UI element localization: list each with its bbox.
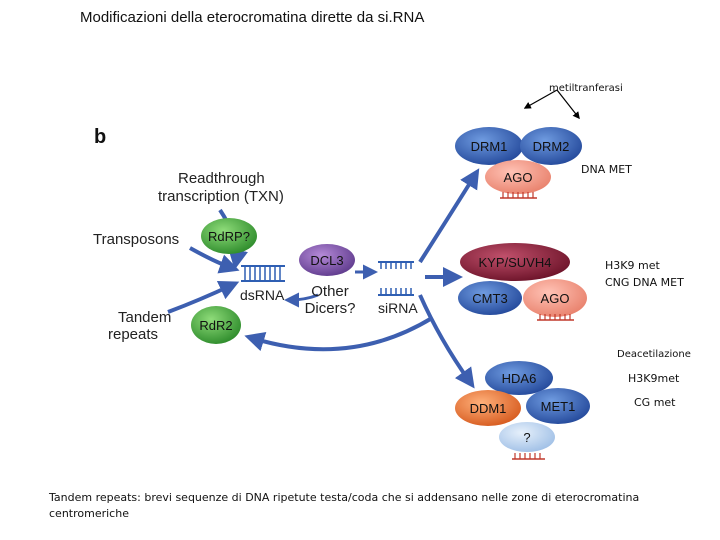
branch-arrow-top (418, 168, 480, 264)
drm1-ellipse (455, 127, 523, 165)
sirna-label: siRNA (378, 300, 418, 316)
cmt3-label: CMT3 (472, 291, 507, 306)
unknown-label: ? (523, 430, 530, 445)
transposons-label: Transposons (93, 231, 179, 248)
ago-mid-sirna-ticks (537, 314, 574, 321)
ddm1-label: DDM1 (470, 401, 507, 416)
other-dicers-label-2: Dicers? (305, 300, 356, 317)
ago-top-ellipse (485, 160, 551, 194)
dcl3-label: DCL3 (310, 253, 343, 268)
unknown-sirna-ticks (512, 453, 545, 460)
panel-letter: b (94, 126, 106, 148)
h3k9-met-note: H3K9 met (605, 259, 660, 272)
tandem-arrow (167, 281, 240, 314)
metiltranferasi-arrow-left (523, 89, 558, 109)
ago-mid-label: AGO (541, 291, 570, 306)
rdrp-label: RdRP? (208, 229, 250, 244)
dcl3-ellipse (299, 244, 355, 276)
kyp-label: KYP/SUVH4 (479, 255, 552, 270)
dicer-to-dsrna-arrow (284, 292, 319, 308)
h3k9met-note: H3K9met (628, 372, 680, 385)
caption: Tandem repeats: brevi sequenze di DNA ri… (49, 491, 640, 520)
ago-top-sirna-ticks (500, 192, 537, 199)
met1-ellipse (526, 388, 590, 424)
hda6-label: HDA6 (502, 371, 537, 386)
metiltranferasi-arrow-right (556, 89, 580, 120)
feedback-arrow (244, 316, 434, 352)
dsrna-label: dsRNA (240, 287, 285, 303)
rdrp-ellipse (201, 218, 257, 254)
kyp-ellipse (460, 243, 570, 281)
page-title: Modificazioni della eterocromatina diret… (80, 9, 425, 26)
unknown-ellipse (499, 422, 555, 452)
rdr2-ellipse (191, 306, 241, 344)
ago-mid-ellipse (523, 279, 587, 317)
tandem-label-2: repeats (108, 326, 158, 343)
tandem-label: Tandem (118, 309, 171, 326)
transposon-arrow (189, 246, 240, 274)
rdr2-label: RdR2 (199, 318, 232, 333)
readthrough-label: Readthrough (178, 170, 265, 187)
dsrna-icon (241, 265, 285, 282)
cmt3-ellipse (458, 281, 522, 315)
deacetilazione-note: Deacetilazione (617, 349, 691, 360)
ddm1-ellipse (455, 390, 521, 426)
hda6-ellipse (485, 361, 553, 395)
cng-dna-met-note: CNG DNA MET (605, 276, 684, 289)
met1-label: MET1 (541, 399, 576, 414)
drm2-ellipse (520, 127, 582, 165)
dna-met-note: DNA MET (581, 163, 632, 176)
metiltranferasi-note: metiltranferasi (549, 83, 623, 94)
ago-top-label: AGO (504, 170, 533, 185)
branch-arrow-bottom (418, 294, 475, 389)
drm1-label: DRM1 (471, 139, 508, 154)
cg-met-note: CG met (634, 396, 676, 409)
readthrough-label-2: transcription (TXN) (158, 188, 284, 205)
sirna-icon (378, 261, 414, 296)
other-dicers-label: Other (311, 283, 349, 300)
drm2-label: DRM2 (533, 139, 570, 154)
